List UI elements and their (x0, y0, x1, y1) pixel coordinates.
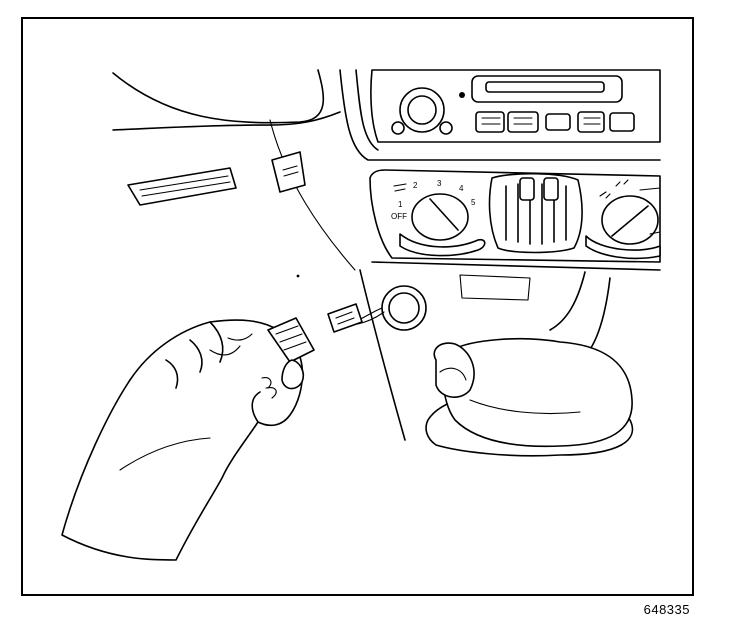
panel-edge-marks (639, 187, 661, 235)
dial-label-1: 1 (398, 200, 403, 209)
figure-border (21, 17, 694, 596)
hand-holding-connector (61, 317, 315, 561)
bulb-socket-harness (327, 285, 427, 333)
figure-reference-number: 648335 (643, 602, 690, 617)
dial-label-3: 3 (437, 179, 442, 188)
center-console (359, 261, 661, 441)
speck (296, 274, 300, 278)
center-vent (488, 172, 583, 254)
radio-unit (370, 69, 661, 143)
dial-label-4: 4 (459, 184, 464, 193)
dashboard-upper (112, 69, 661, 271)
dial-label-2: 2 (413, 181, 418, 190)
dial-label-off: OFF (391, 212, 407, 221)
shift-boot (425, 337, 634, 457)
hvac-panel: OFF 1 2 3 4 5 (369, 169, 661, 263)
temperature-dial (585, 179, 661, 260)
pedal-trim (127, 151, 306, 206)
dial-label-5: 5 (471, 198, 476, 207)
blower-dial: OFF 1 2 3 4 5 (391, 179, 486, 257)
